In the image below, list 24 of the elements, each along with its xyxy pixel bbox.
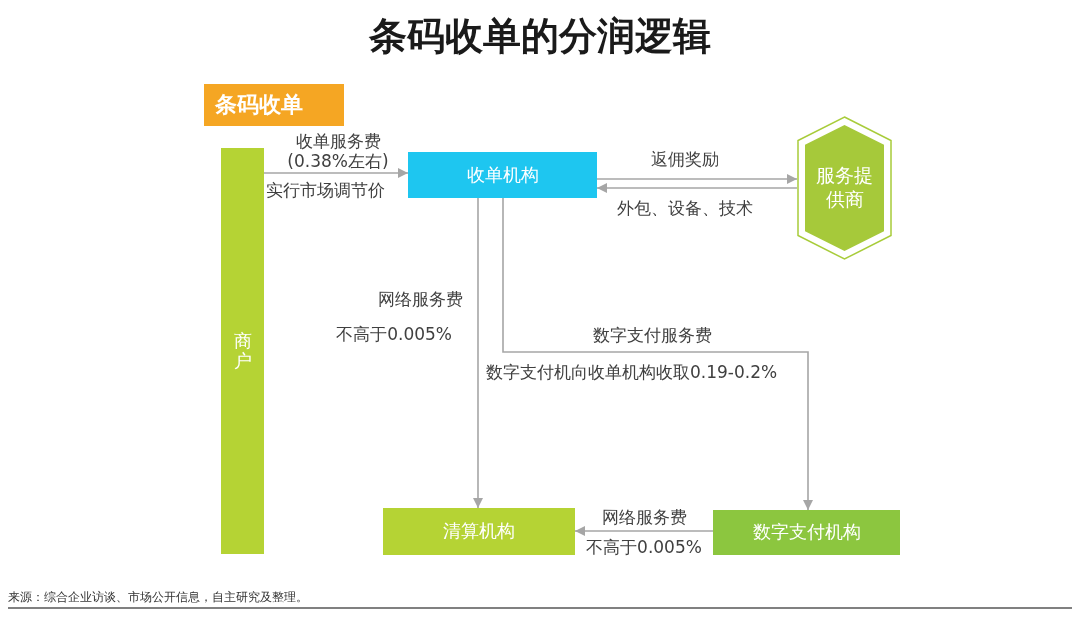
category-tag: 条码收单 xyxy=(204,84,344,126)
edge-label: 数字支付服务费 xyxy=(592,325,712,345)
entity-box: 清算机构 xyxy=(383,508,575,555)
annotation-text: 不高于0.005% xyxy=(586,537,702,557)
edge-label: 返佣奖励 xyxy=(651,149,719,169)
arrow xyxy=(574,526,714,536)
arrow xyxy=(473,197,483,509)
annotation-text: 实行市场调节价 xyxy=(266,180,385,200)
elbow-arrow xyxy=(502,197,813,511)
hexagon-node: 服务提供商 xyxy=(797,116,892,260)
arrow xyxy=(596,183,798,193)
entity-bar: 商户 xyxy=(221,148,264,554)
edge-label: 外包、设备、技术 xyxy=(617,198,753,218)
annotation-text: 数字支付机向收单机构收取0.19-0.2% xyxy=(486,362,778,382)
diagram-title: 条码收单的分润逻辑 xyxy=(368,14,712,60)
annotation-text: 不高于0.005% xyxy=(336,324,452,344)
arrow xyxy=(596,174,798,184)
arrow xyxy=(263,168,409,178)
entity-box: 数字支付机构 xyxy=(713,510,900,555)
source-note: 来源：综合企业访谈、市场公开信息，自主研究及整理。 xyxy=(8,589,308,605)
edge-label: 网络服务费 xyxy=(601,507,687,527)
entity-box: 收单机构 xyxy=(408,152,597,198)
edge-label: 收单服务费(0.38%左右) xyxy=(286,131,390,171)
edge-label: 网络服务费 xyxy=(378,289,463,309)
